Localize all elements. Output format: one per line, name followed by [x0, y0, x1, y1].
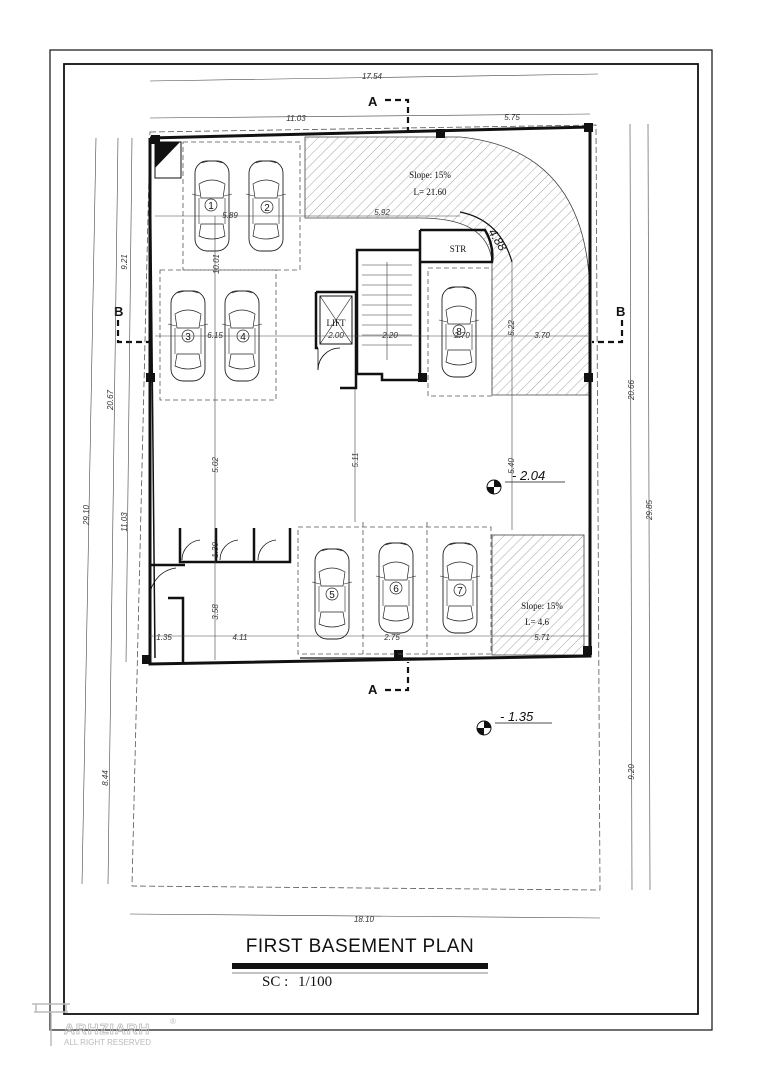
dimension-lines: [81, 73, 651, 919]
drawing-title: FIRST BASEMENT PLAN: [245, 936, 475, 957]
dim-5-75: 5.75: [504, 113, 520, 122]
dim-5-89: 5.89: [222, 211, 238, 220]
watermark-name: ARHZIARH: [64, 1021, 150, 1038]
dim-29-85: 29.85: [645, 499, 654, 521]
section-lines: [116, 98, 624, 692]
dim-6-15: 6.15: [207, 331, 223, 340]
dim-10-01: 10.01: [212, 254, 221, 274]
outer-sheet-border: [49, 49, 713, 1031]
ramp-top-length: L= 21.60: [413, 187, 447, 197]
dim-2-70: 2.70: [453, 331, 470, 340]
dim-29-10: 29.10: [82, 504, 91, 526]
dim-2-20: 2.20: [381, 331, 398, 340]
ramp-top-slope: Slope: 15%: [409, 170, 451, 180]
section-b-left: B: [114, 304, 123, 319]
dim-5-11: 5.11: [351, 453, 360, 468]
inner-sheet-border: [63, 63, 699, 1015]
section-a-top: A: [368, 94, 378, 109]
corner-fill: [155, 142, 180, 168]
dim-11-03-left: 11.03: [120, 512, 129, 532]
dim-5-92: 5.92: [374, 208, 390, 217]
parking-number-3: 3: [185, 332, 191, 343]
parking-number-4: 4: [240, 332, 246, 343]
dim-8-44: 8.44: [101, 770, 110, 786]
parking-number-6: 6: [393, 584, 399, 595]
level-main-value: - 2.04: [512, 468, 545, 483]
lower-ramp: [491, 534, 585, 656]
drawing-scale: SC : 1/100: [262, 974, 332, 991]
parking-number-7: 7: [457, 586, 463, 597]
dim-17-54: 17.54: [362, 72, 383, 81]
ramp-bottom-slope: Slope: 15%: [521, 601, 563, 611]
structural-columns: [142, 123, 593, 664]
level-yard-value: - 1.35: [500, 709, 534, 724]
dim-1-30: 1.30: [211, 542, 220, 558]
dim-5-71: 5.71: [534, 633, 550, 642]
dim-2-75: 2.75: [383, 633, 400, 642]
dim-20-67: 20.67: [106, 389, 115, 411]
section-b-right: B: [616, 304, 625, 319]
parking-number-5: 5: [329, 590, 335, 601]
dim-3-70: 3.70: [534, 331, 550, 340]
parking-stalls: [159, 141, 493, 655]
scale-value: 1/100: [298, 974, 333, 990]
dim-9-21: 9.21: [120, 254, 129, 270]
parking-number-1: 1: [208, 201, 214, 212]
site-boundary: [131, 124, 601, 891]
stair-treads: [362, 262, 412, 360]
dim-2-00: 2.00: [327, 331, 344, 340]
lift-label: LIFT: [327, 318, 347, 328]
radius-arc: [459, 211, 513, 263]
watermark-registered: ®: [170, 1017, 176, 1026]
scale-label: SC :: [262, 974, 289, 990]
level-marker-yard: [476, 720, 552, 736]
dim-9-20: 9.20: [627, 764, 636, 780]
dim-5-02: 5.02: [211, 457, 220, 473]
dim-18-10: 18.10: [354, 915, 375, 924]
watermark-logo: ARHZIARH ® ALL RIGHT RESERVED: [32, 1003, 176, 1047]
parking-number-2: 2: [264, 203, 270, 214]
core-walls: [314, 230, 422, 390]
storage-label: STR: [450, 244, 467, 254]
storage-room: [420, 228, 494, 264]
level-marker-main: [486, 479, 565, 495]
lower-rooms: [150, 528, 292, 664]
section-a-bottom: A: [368, 682, 378, 697]
dim-11-03-top: 11.03: [286, 114, 306, 123]
dim-1-35: 1.35: [156, 633, 172, 642]
dim-5-40: 5.40: [507, 458, 516, 474]
dim-5-22: 5.22: [507, 320, 516, 336]
dim-4-11: 4.11: [233, 633, 248, 642]
ramp-bottom-length: L= 4.6: [525, 617, 550, 627]
dim-3-58: 3.58: [211, 604, 220, 620]
watermark-tagline: ALL RIGHT RESERVED: [64, 1038, 151, 1047]
parking-number-8: 8: [456, 327, 462, 338]
dim-20-66: 20.66: [627, 379, 636, 401]
title-underline: [232, 963, 488, 969]
